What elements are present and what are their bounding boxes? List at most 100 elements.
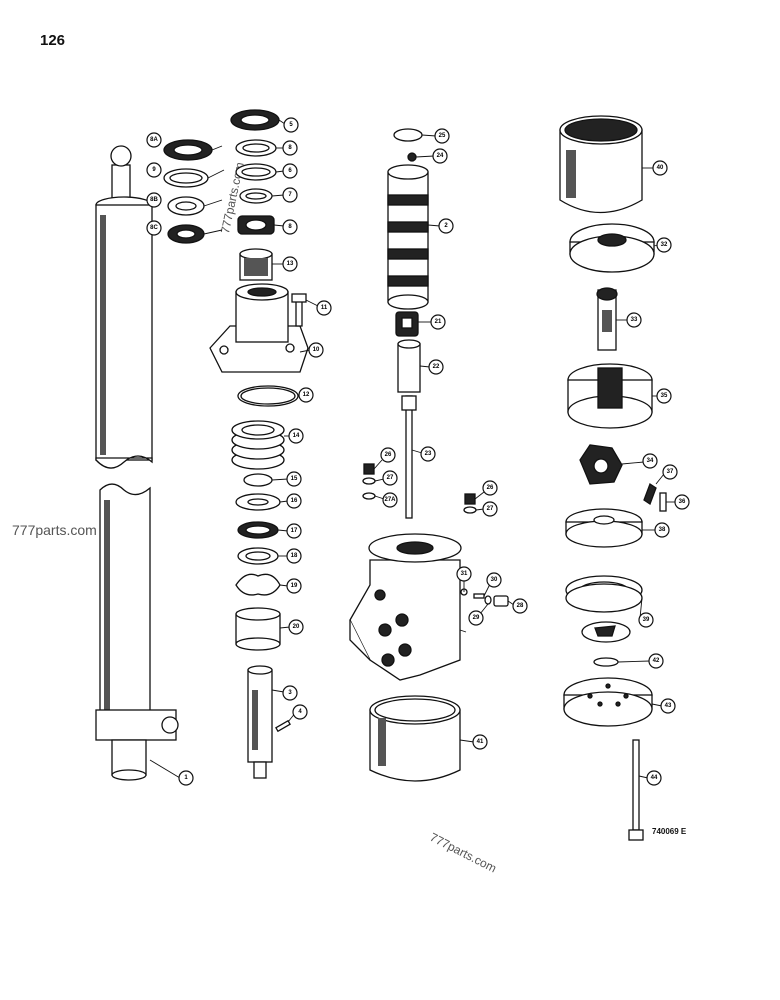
svg-text:44: 44	[651, 775, 658, 781]
svg-text:10: 10	[313, 347, 320, 353]
svg-text:26: 26	[487, 485, 494, 491]
callout-21: 21	[430, 314, 446, 330]
valve-body-1	[349, 533, 462, 681]
stator-ring-39	[565, 575, 643, 613]
callout-39: 39	[638, 612, 654, 628]
callout-29: 29	[468, 610, 484, 626]
callout-38: 38	[654, 522, 670, 538]
ring-27a	[362, 492, 376, 500]
spring-plate-19	[235, 573, 281, 596]
housing-ring-32	[569, 223, 655, 273]
callout-26-left: 26	[380, 447, 396, 463]
svg-text:42: 42	[653, 658, 660, 664]
plate-38	[565, 508, 643, 548]
callout-13: 13	[282, 256, 298, 272]
svg-text:11: 11	[321, 305, 328, 311]
key-36	[659, 492, 667, 512]
washer-16	[235, 493, 281, 511]
o-ring-27-left	[362, 477, 376, 485]
ring-8	[235, 139, 277, 157]
callout-37: 37	[662, 464, 678, 480]
figure-code: 740069 E	[652, 827, 687, 836]
ring-7	[239, 188, 273, 204]
svg-text:5: 5	[289, 122, 293, 128]
shaft-3	[247, 665, 273, 779]
spring-30	[473, 593, 485, 599]
callout-26-right: 26	[482, 480, 498, 496]
callout-27-right: 27	[482, 501, 498, 517]
snap-ring-25	[393, 128, 423, 142]
ring-9	[163, 168, 209, 188]
svg-text:2: 2	[444, 223, 448, 229]
svg-text:28: 28	[517, 603, 524, 609]
sleeve-20	[235, 607, 281, 651]
callout-12: 12	[298, 387, 314, 403]
callout-8a: 8A	[146, 132, 162, 148]
coupling-21	[395, 311, 419, 337]
callout-9: 9	[146, 162, 162, 178]
svg-text:9: 9	[152, 167, 156, 173]
callout-22: 22	[428, 359, 444, 375]
callout-18: 18	[286, 548, 302, 564]
callout-16: 16	[286, 493, 302, 509]
svg-text:12: 12	[303, 392, 310, 398]
callout-23: 23	[420, 446, 436, 462]
svg-text:7: 7	[288, 192, 292, 198]
o-ring-27-right	[463, 506, 477, 514]
callout-2: 2	[438, 218, 454, 234]
svg-text:24: 24	[437, 153, 444, 159]
plug-26-left	[363, 463, 375, 475]
plug-28	[493, 595, 509, 607]
svg-text:14: 14	[293, 433, 300, 439]
svg-text:34: 34	[647, 458, 654, 464]
callout-10: 10	[308, 342, 324, 358]
drive-shaft-33	[596, 287, 618, 351]
bolt-11	[291, 293, 307, 327]
svg-text:29: 29	[473, 615, 480, 621]
key-37	[643, 483, 657, 505]
bushing-13	[239, 248, 273, 281]
callout-8b: 8B	[146, 192, 162, 208]
drive-rod-23	[401, 395, 417, 519]
callout-43: 43	[660, 698, 676, 714]
callout-41: 41	[472, 734, 488, 750]
bolt-44	[628, 739, 644, 841]
svg-text:33: 33	[631, 317, 638, 323]
ring-8a	[163, 139, 213, 161]
ring-8b	[167, 196, 205, 216]
callout-24: 24	[432, 148, 448, 164]
callout-27-left: 27	[382, 470, 398, 486]
bearing-8	[237, 215, 275, 235]
svg-text:1: 1	[184, 775, 188, 781]
svg-text:17: 17	[291, 528, 298, 534]
svg-text:27: 27	[487, 506, 494, 512]
callout-8-lower: 8	[282, 219, 298, 235]
watermark-text: 777parts.com	[12, 522, 97, 538]
svg-text:32: 32	[661, 242, 668, 248]
callout-31: 31	[456, 566, 472, 582]
svg-text:30: 30	[491, 577, 498, 583]
svg-text:8C: 8C	[150, 225, 158, 231]
svg-text:16: 16	[291, 498, 298, 504]
steering-column-lower	[95, 483, 179, 781]
callout-1: 1	[178, 770, 194, 786]
svg-text:25: 25	[439, 133, 446, 139]
callout-3: 3	[282, 685, 298, 701]
ring-6	[235, 163, 277, 181]
svg-text:23: 23	[425, 451, 432, 457]
sleeve-22	[397, 339, 421, 393]
spool-2	[387, 164, 429, 310]
sleeve-40	[559, 115, 643, 214]
svg-text:8: 8	[288, 145, 292, 151]
callout-40: 40	[652, 160, 668, 176]
svg-text:21: 21	[435, 319, 442, 325]
svg-text:8: 8	[288, 224, 292, 230]
callout-27a: 27A	[382, 492, 398, 508]
spring-14	[231, 420, 285, 470]
svg-text:22: 22	[433, 364, 440, 370]
callout-28: 28	[512, 598, 528, 614]
end-cap-43	[563, 677, 653, 727]
ring-8c	[167, 224, 205, 244]
svg-text:8B: 8B	[150, 197, 158, 203]
spacer-42	[593, 657, 619, 667]
